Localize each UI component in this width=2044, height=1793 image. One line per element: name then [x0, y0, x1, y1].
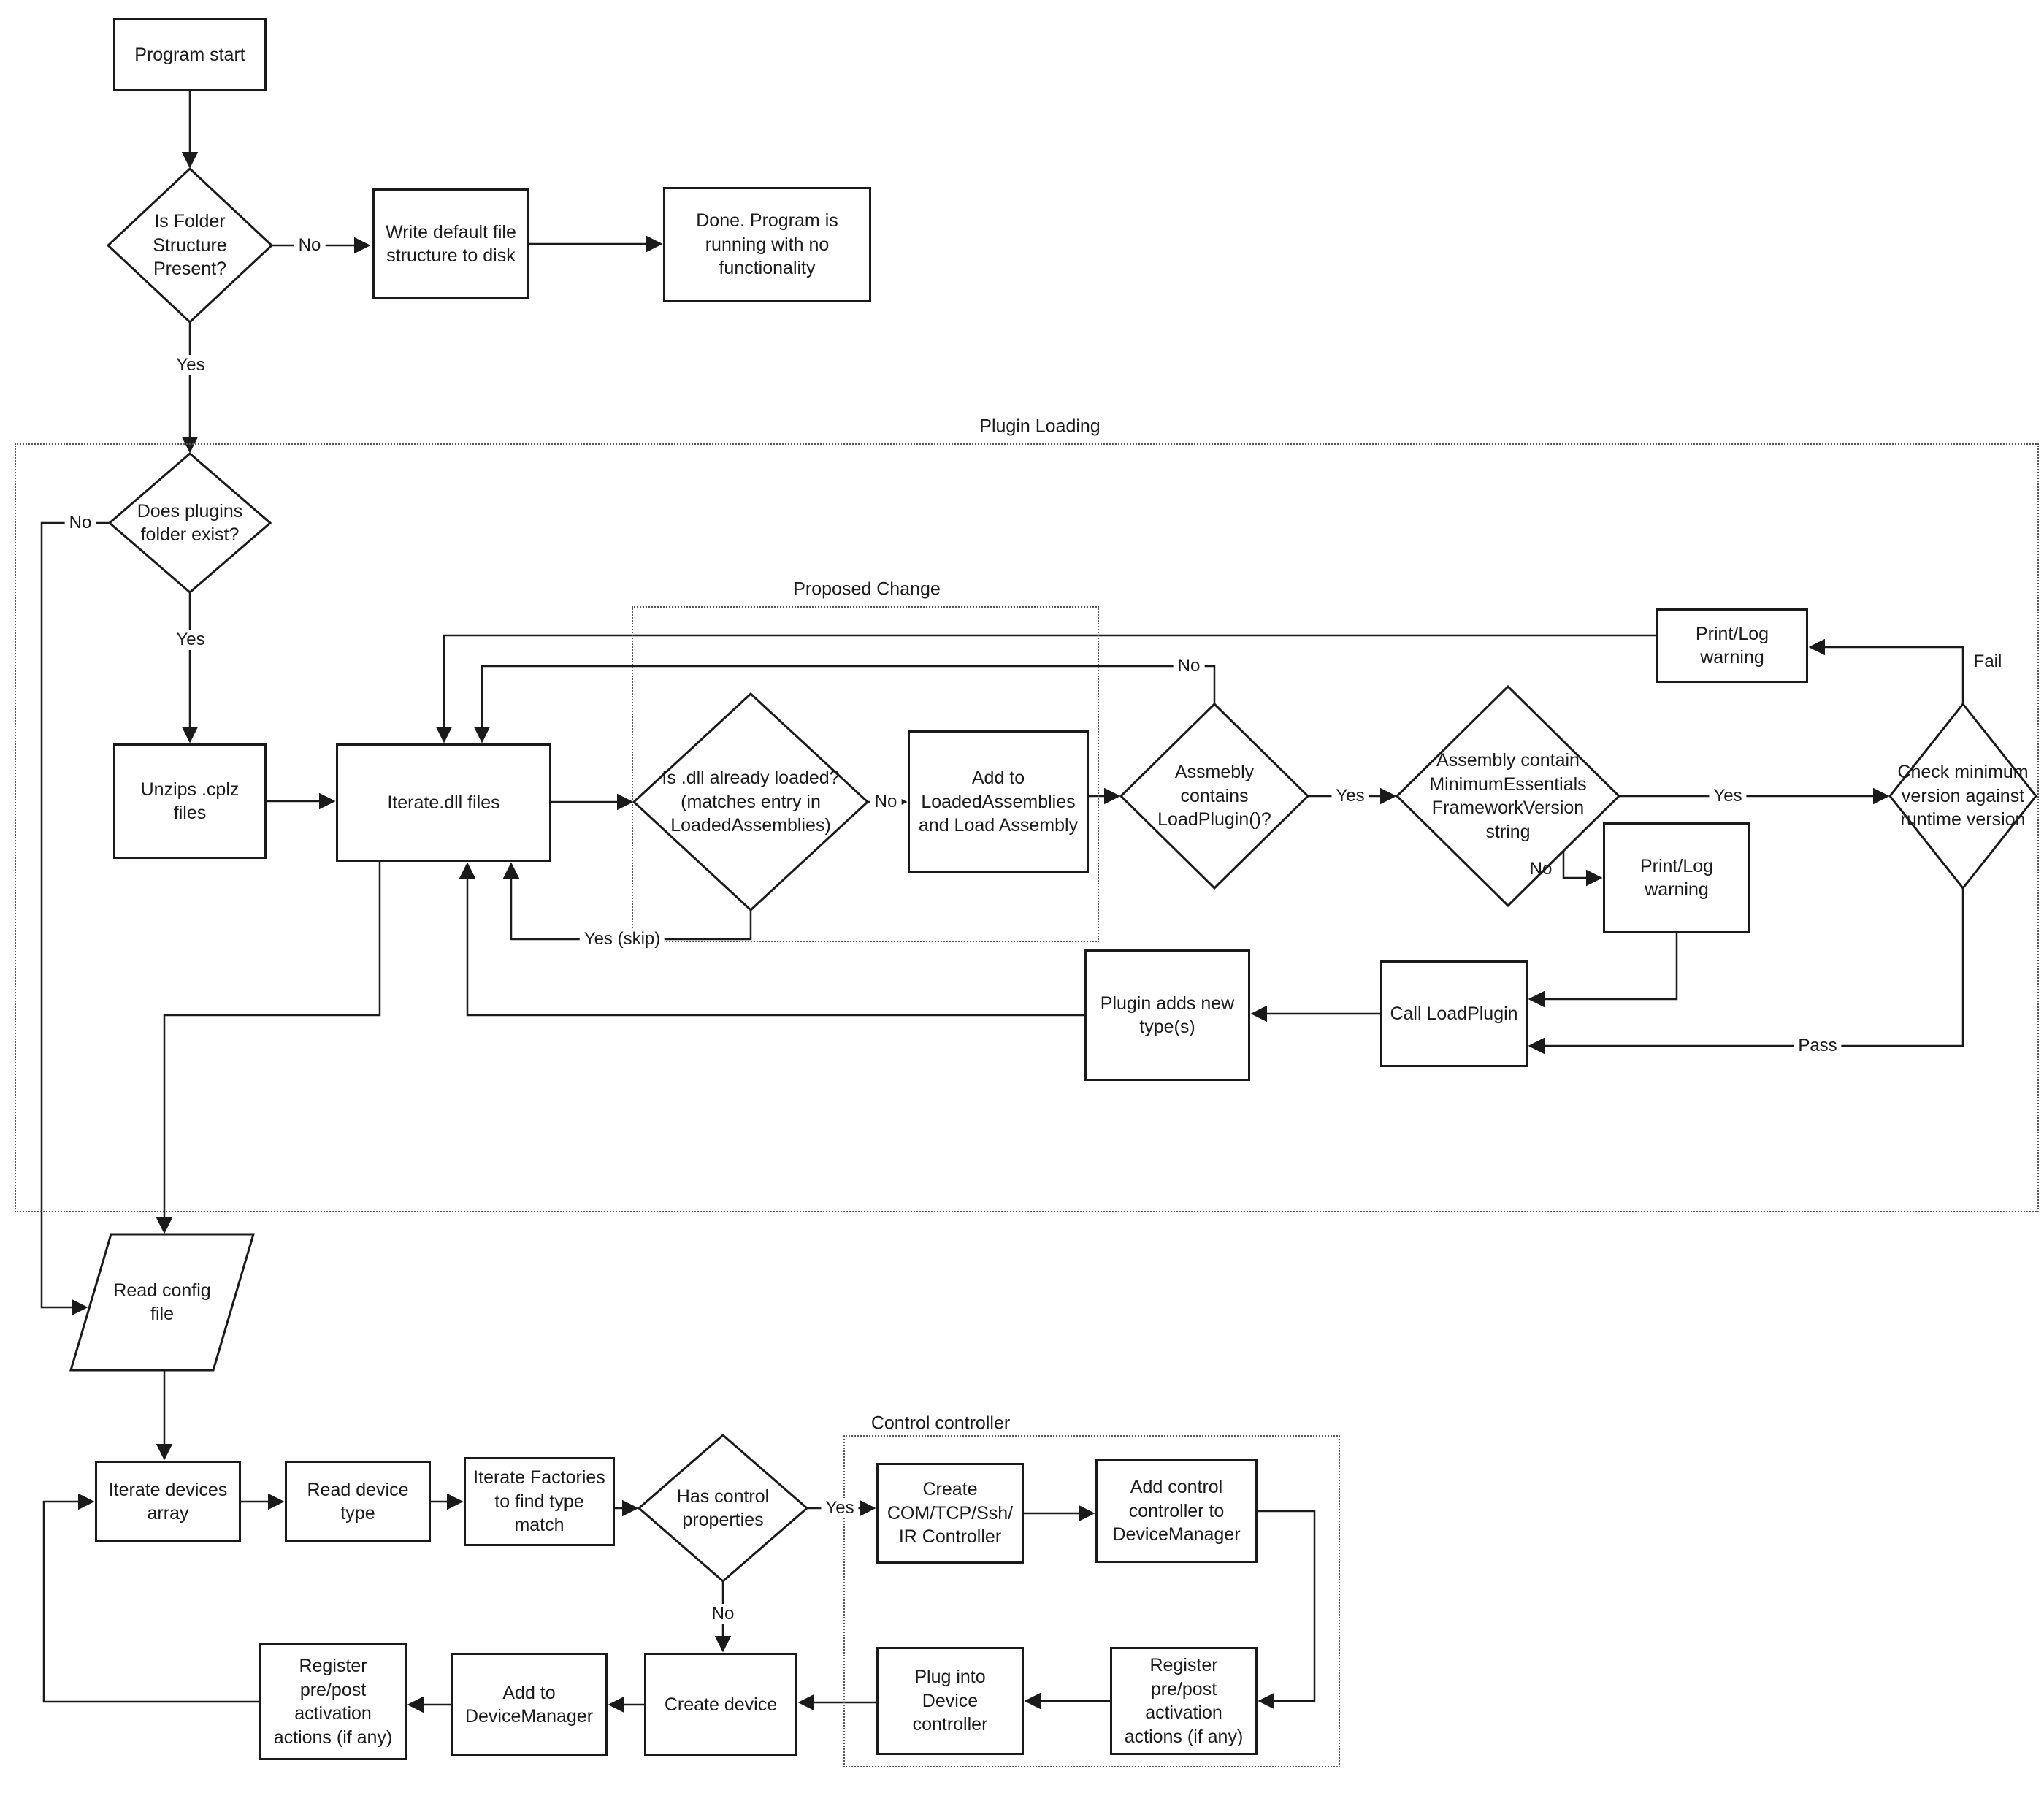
read-config-label: Read config file: [113, 1280, 211, 1325]
edge-add-control-to-register-control: [1258, 1510, 1316, 1710]
print-log-warning-lower-node: Print/Log warning: [1603, 822, 1750, 933]
edge-iterate-dll-to-read-config: [156, 862, 381, 1234]
call-loadplugin-node: Call LoadPlugin: [1380, 960, 1528, 1067]
edge-label-plugins-yes: Yes: [172, 630, 210, 650]
edge-minversion-no-to-printlog-lower: [1562, 851, 1603, 887]
edge-label-min-version-yes: Yes: [1709, 786, 1747, 806]
edge-label-loadplugin-no: No: [1173, 656, 1205, 676]
proposed-change-container: [632, 606, 1099, 942]
iterate-dll-node: Iterate.dll files: [336, 743, 551, 862]
assembly-loadplugin-decision-shape: [1119, 702, 1310, 890]
dll-loaded-decision-shape: [632, 692, 870, 912]
register-activation-device-node: Register pre/post activation actions (if…: [259, 1643, 407, 1760]
plug-into-device-node: Plug into Device controller: [876, 1647, 1024, 1755]
has-control-decision-label: Has control properties: [676, 1486, 770, 1531]
dll-loaded-decision-label: Is .dll already loaded? (matches entry i…: [662, 768, 840, 836]
folder-structure-decision-shape: [106, 167, 274, 324]
edge-check-fail-to-printlog-top: [1808, 638, 1964, 704]
folder-structure-decision-label: Is Folder Structure Present?: [153, 211, 227, 280]
edge-check-pass-to-call-loadplugin: [1528, 888, 1964, 1055]
check-min-version-decision-shape: [1888, 702, 2037, 890]
create-controller-node: Create COM/TCP/Ssh/IR Controller: [876, 1463, 1024, 1564]
plugin-adds-types-node: Plugin adds new type(s): [1084, 949, 1250, 1081]
edge-loadplugin-no-to-iterate-dll: [473, 665, 1216, 743]
print-log-warning-top-node: Print/Log warning: [1656, 608, 1808, 683]
read-config-io-shape: [69, 1233, 256, 1372]
min-version-decision-shape: [1395, 684, 1621, 908]
edge-label-folder-no: No: [294, 235, 326, 256]
plugins-folder-decision-shape: [107, 452, 272, 594]
plugin-loading-container: [15, 443, 2039, 1212]
done-node: Done. Program is running with no functio…: [663, 187, 871, 302]
create-device-node: Create device: [644, 1653, 797, 1756]
check-min-version-decision-label: Check minimum version against runtime ve…: [1897, 762, 2029, 830]
unzip-cplz-node: Unzips .cplz files: [113, 743, 267, 859]
edge-label-folder-yes: Yes: [172, 355, 210, 375]
edge-label-loadplugin-yes: Yes: [1331, 786, 1369, 806]
edge-printlog-top-to-iterate-dll: [435, 634, 1656, 743]
write-default-node: Write default file structure to disk: [372, 188, 529, 299]
edge-label-has-control-yes: Yes: [821, 1498, 859, 1518]
control-controller-container: [843, 1435, 1340, 1767]
add-control-controller-node: Add control controller to DeviceManager: [1095, 1459, 1258, 1563]
edge-label-check-pass: Pass: [1794, 1036, 1842, 1056]
program-start-node: Program start: [113, 18, 267, 91]
edge-label-dll-loaded-yes-skip: Yes (skip): [579, 929, 665, 949]
add-loaded-assemblies-node: Add to LoadedAssemblies and Load Assembl…: [908, 730, 1089, 873]
edge-register-device-to-iterate-devices: [42, 1493, 259, 1703]
edge-label-plugins-no: No: [64, 513, 96, 533]
min-version-decision-label: Assembly contain MinimumEssentialsFramew…: [1429, 750, 1587, 842]
iterate-devices-node: Iterate devices array: [95, 1461, 241, 1542]
read-device-type-node: Read device type: [285, 1461, 431, 1542]
add-to-devicemanager-node: Add to DeviceManager: [451, 1653, 608, 1756]
edge-printlog-lower-to-call-loadplugin: [1528, 933, 1678, 1008]
control-controller-label: Control controller: [866, 1412, 1015, 1434]
plugins-folder-decision-label: Does plugins folder exist?: [137, 500, 243, 546]
plugin-loading-label: Plugin Loading: [975, 416, 1105, 437]
assembly-loadplugin-decision-label: Assmebly contains LoadPlugin()?: [1157, 762, 1271, 830]
edge-plugin-adds-to-iterate-dll: [459, 862, 1084, 1017]
edge-label-has-control-no: No: [707, 1604, 739, 1624]
has-control-decision-shape: [637, 1434, 809, 1583]
proposed-change-label: Proposed Change: [789, 578, 945, 600]
iterate-factories-node: Iterate Factories to find type match: [464, 1457, 615, 1546]
edge-label-check-fail: Fail: [1973, 651, 2002, 671]
edge-label-min-version-no: No: [1529, 859, 1553, 879]
edge-label-dll-loaded-no: No: [870, 792, 902, 812]
register-activation-control-node: Register pre/post activation actions (if…: [1110, 1647, 1258, 1755]
